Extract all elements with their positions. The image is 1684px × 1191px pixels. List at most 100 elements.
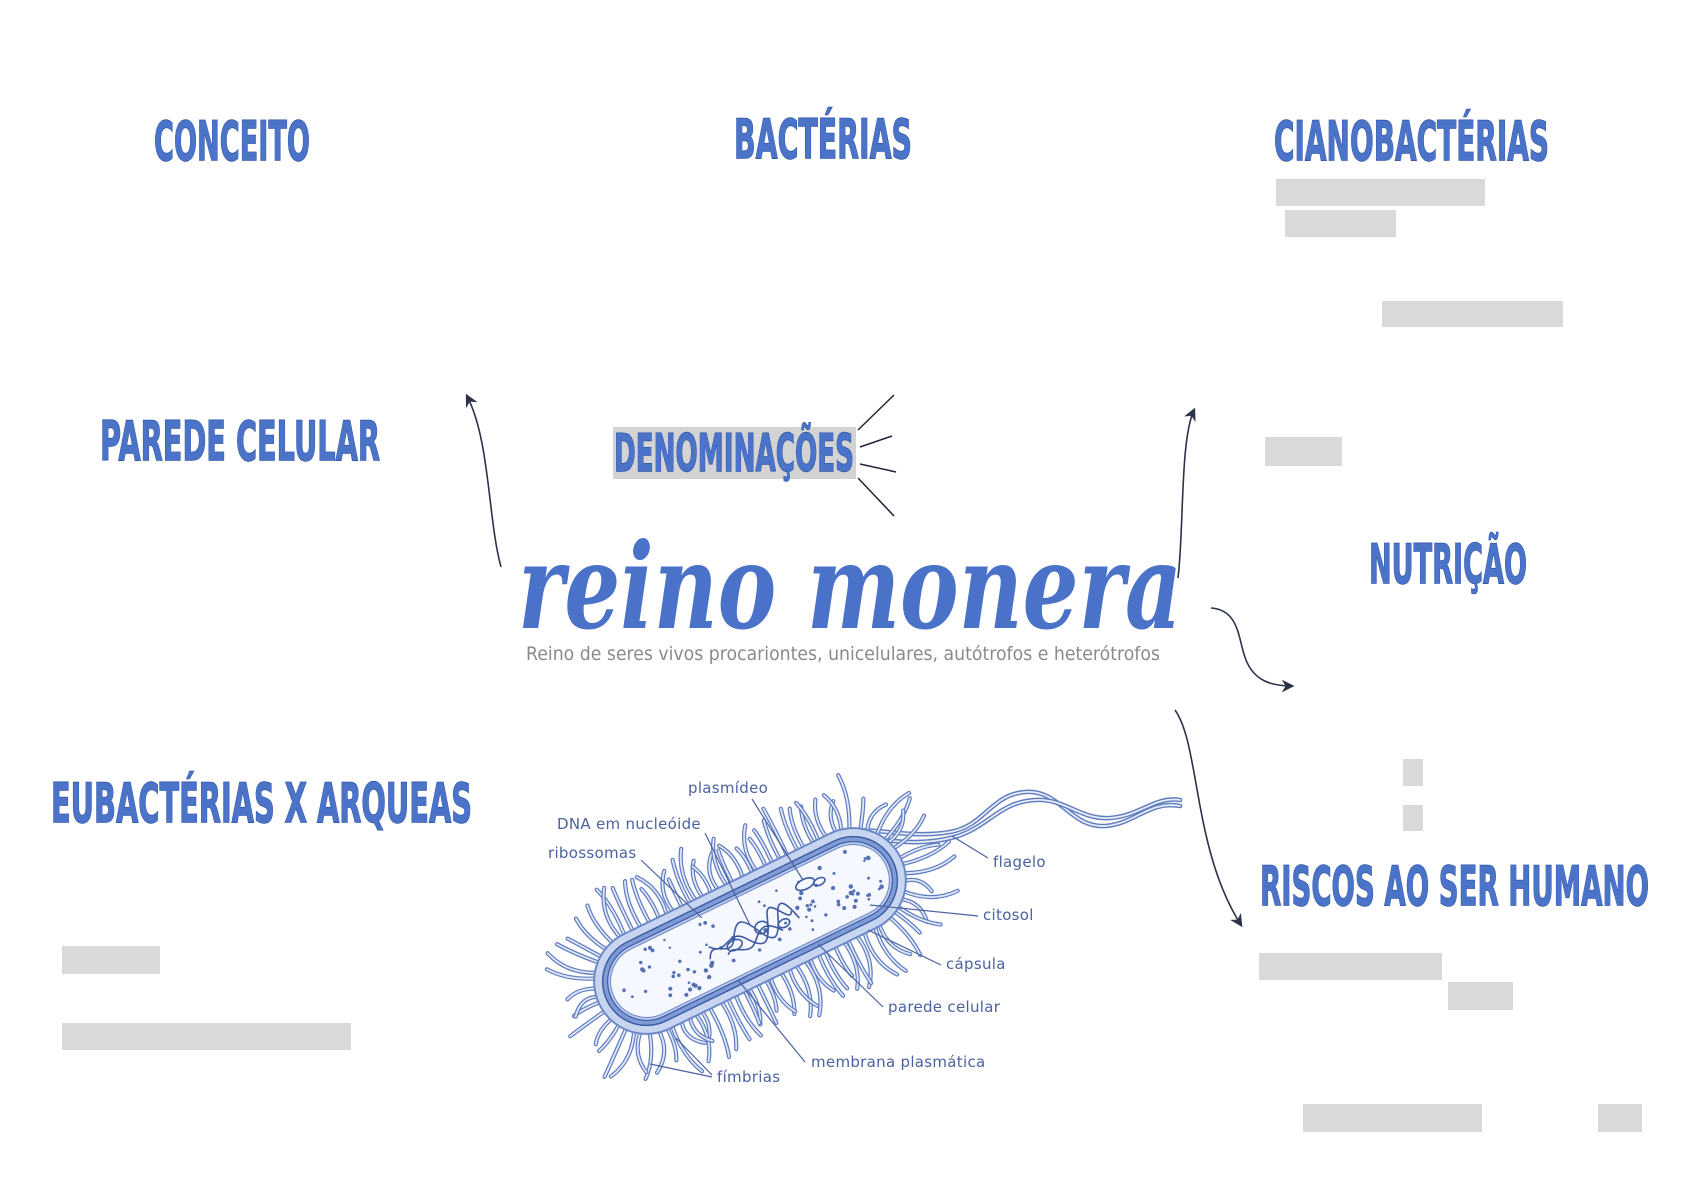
heading-conceito: CONCEITO: [154, 110, 310, 173]
nucleoid: [708, 902, 800, 960]
ribosome-dot: [867, 876, 871, 880]
heading-cianobacterias: CIANOBACTÉRIAS: [1274, 110, 1549, 173]
ribosome-dot: [832, 871, 836, 875]
redacted-text-block: [1259, 953, 1442, 980]
cytosol: [610, 844, 890, 1018]
ribosome-dot: [630, 995, 634, 999]
ribosome-dot: [855, 891, 860, 896]
ribosome-dot: [668, 946, 672, 949]
nucleoid-loop: [777, 918, 791, 929]
bacterium-diagram: plasmídeo DNA em nucleóide ribossomas fl…: [544, 773, 1183, 1086]
fimbria-core: [679, 847, 699, 904]
ribosome-dot: [698, 922, 702, 927]
nucleoid-dna: [708, 902, 800, 960]
leader-fimbrias: [649, 1063, 713, 1078]
ribosome-dot: [668, 993, 673, 998]
denominacoes-ray: [857, 394, 895, 431]
denominacoes-ray: [857, 477, 895, 517]
ribosome-dot: [731, 958, 736, 963]
fimbria-core: [898, 840, 950, 866]
ribosome-dot: [687, 981, 691, 984]
ribosome-dot: [852, 889, 856, 893]
leader-citosol: [869, 904, 979, 917]
arrow-to-riscos: [1174, 709, 1243, 928]
fimbria-core: [837, 774, 851, 834]
ribosome-dot: [647, 965, 652, 969]
label-capsula: cápsula: [946, 955, 1006, 973]
ribosome-dot: [692, 970, 697, 974]
fimbria-core: [793, 962, 812, 1018]
ribosome-dot: [684, 992, 689, 997]
label-ribossomas: ribossomas: [548, 844, 636, 862]
fimbria-core: [707, 1004, 730, 1058]
ribosome-dot: [807, 907, 812, 912]
ribosome-dot: [788, 927, 792, 931]
ribosome-dot: [865, 894, 869, 897]
leader-plasmideo: [751, 798, 804, 881]
ribosome-dot: [836, 899, 841, 904]
ribosome-dot: [639, 960, 643, 965]
ribosome-dot: [647, 945, 652, 950]
denominacoes-ray: [859, 463, 897, 473]
heading-nutricao: NUTRIÇÃO: [1369, 533, 1527, 596]
redacted-text-block: [1265, 437, 1342, 466]
ribosome-dot: [798, 896, 802, 901]
redacted-text-block: [1276, 179, 1485, 206]
ribosome-dot: [810, 919, 814, 923]
ribosome-dot: [863, 857, 867, 860]
ribosome-dot: [698, 950, 702, 954]
ribosome-dot: [809, 903, 813, 907]
ribosome-dot: [672, 970, 676, 975]
ribosome-dot: [836, 902, 841, 907]
arrow-to-cianobacterias: [1177, 407, 1196, 579]
ribosome-dot: [865, 855, 871, 861]
redacted-text-block: [1403, 759, 1423, 786]
ribosome-dot: [643, 947, 647, 951]
fimbria-core: [875, 792, 911, 839]
ribosome-dot: [775, 889, 778, 892]
redacted-text-block: [1382, 301, 1563, 327]
flagellum-strand-core: [859, 798, 1181, 843]
ribosome-dot: [830, 885, 836, 891]
leader-capsula: [867, 929, 942, 966]
ribosome-dot: [671, 974, 676, 979]
ribosome-dot: [663, 938, 666, 942]
heading-riscos-ao-ser-humano: RISCOS AO SER HUMANO: [1260, 855, 1649, 918]
label-flagelo: flagelo: [993, 853, 1046, 871]
redacted-text-block: [62, 1023, 351, 1050]
ribosome-dot: [784, 921, 788, 925]
fimbria-core: [546, 952, 600, 974]
ribosome-dot: [703, 968, 709, 973]
ribosome-dot: [641, 968, 646, 973]
ribosome-dot: [879, 879, 883, 883]
ribosome-dot: [697, 985, 702, 991]
ribosome-dot: [813, 905, 817, 908]
fimbria-core: [900, 855, 956, 875]
leader-dna: [704, 832, 751, 926]
leader-flagelo: [951, 835, 989, 859]
fimbria-core: [802, 957, 822, 1017]
ribosome-dot: [853, 898, 858, 903]
fimbria-core: [609, 1027, 636, 1078]
ribosome-dot: [842, 849, 847, 854]
nucleoid-loop: [726, 938, 743, 952]
ribosome-dot: [879, 884, 884, 890]
ribosome-dot: [867, 897, 871, 901]
redacted-text-block: [1303, 1104, 1482, 1132]
flagellum-strand-core: [856, 791, 1181, 836]
ribosome-dot: [643, 989, 648, 994]
ribosome-dot: [811, 899, 815, 904]
denominacoes-ray: [859, 435, 893, 448]
ribosome-dot: [805, 904, 810, 908]
ribosome-dot: [677, 973, 681, 978]
arrow-to-nutricao: [1210, 607, 1295, 693]
title-subtitle: Reino de seres vivos procariontes, unice…: [526, 643, 1160, 665]
title-reino-monera: reino monera: [518, 517, 1182, 656]
heading-parede-celular: PAREDE CELULAR: [100, 410, 380, 473]
heading-bacterias: BACTÉRIAS: [734, 108, 912, 171]
ribosome-dot: [687, 987, 693, 992]
redacted-text-block: [1285, 210, 1396, 237]
ribosome-dot: [777, 937, 782, 942]
fimbria-core: [670, 1022, 703, 1073]
fimbria-core: [873, 923, 907, 972]
